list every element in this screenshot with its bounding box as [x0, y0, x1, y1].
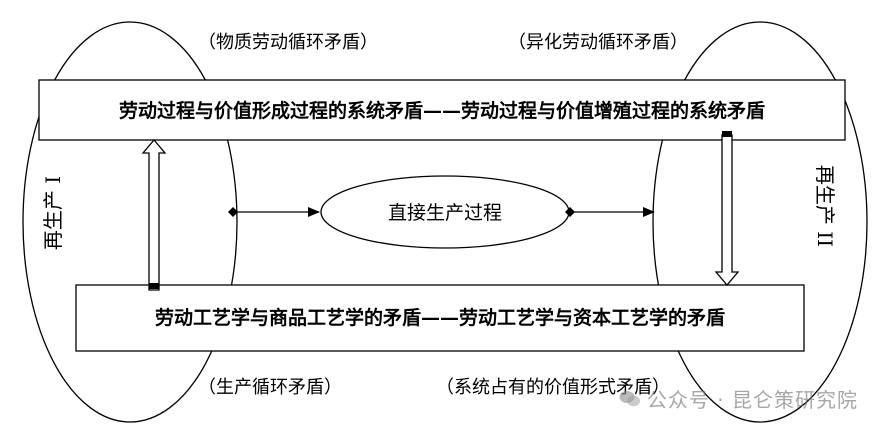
upward-hollow-arrow	[141, 138, 167, 291]
reproduction-one-label: 再生产 I	[41, 176, 65, 250]
downward-hollow-arrow	[714, 131, 740, 287]
wechat-icon	[619, 390, 640, 406]
top-contradiction-label: 劳动过程与价值形成过程的系统矛盾——劳动过程与价值增殖过程的系统矛盾	[119, 99, 765, 122]
bottom-contradiction-box	[75, 284, 805, 352]
reproduction-two-ellipse	[652, 21, 868, 423]
top-left-caption: （物质劳动循环矛盾）	[198, 32, 378, 53]
top-contradiction-box	[38, 79, 846, 141]
reproduction-one-ellipse	[22, 21, 238, 423]
direct-production-label: 直接生产过程	[388, 202, 502, 224]
watermark: 公众号 · 昆仑策研究院	[619, 384, 858, 413]
top-right-caption: （异化劳动循环矛盾）	[508, 32, 688, 53]
bottom-contradiction-label: 劳动工艺学与商品工艺学的矛盾——劳动工艺学与资本工艺学的矛盾	[155, 306, 725, 329]
reproduction-two-label: 再生产 II	[813, 165, 837, 247]
watermark-text: 公众号 · 昆仑策研究院	[646, 388, 858, 412]
bottom-right-caption: （系统占有的价值形式矛盾）	[436, 377, 670, 398]
bottom-left-caption: （生产循环矛盾）	[198, 377, 342, 398]
